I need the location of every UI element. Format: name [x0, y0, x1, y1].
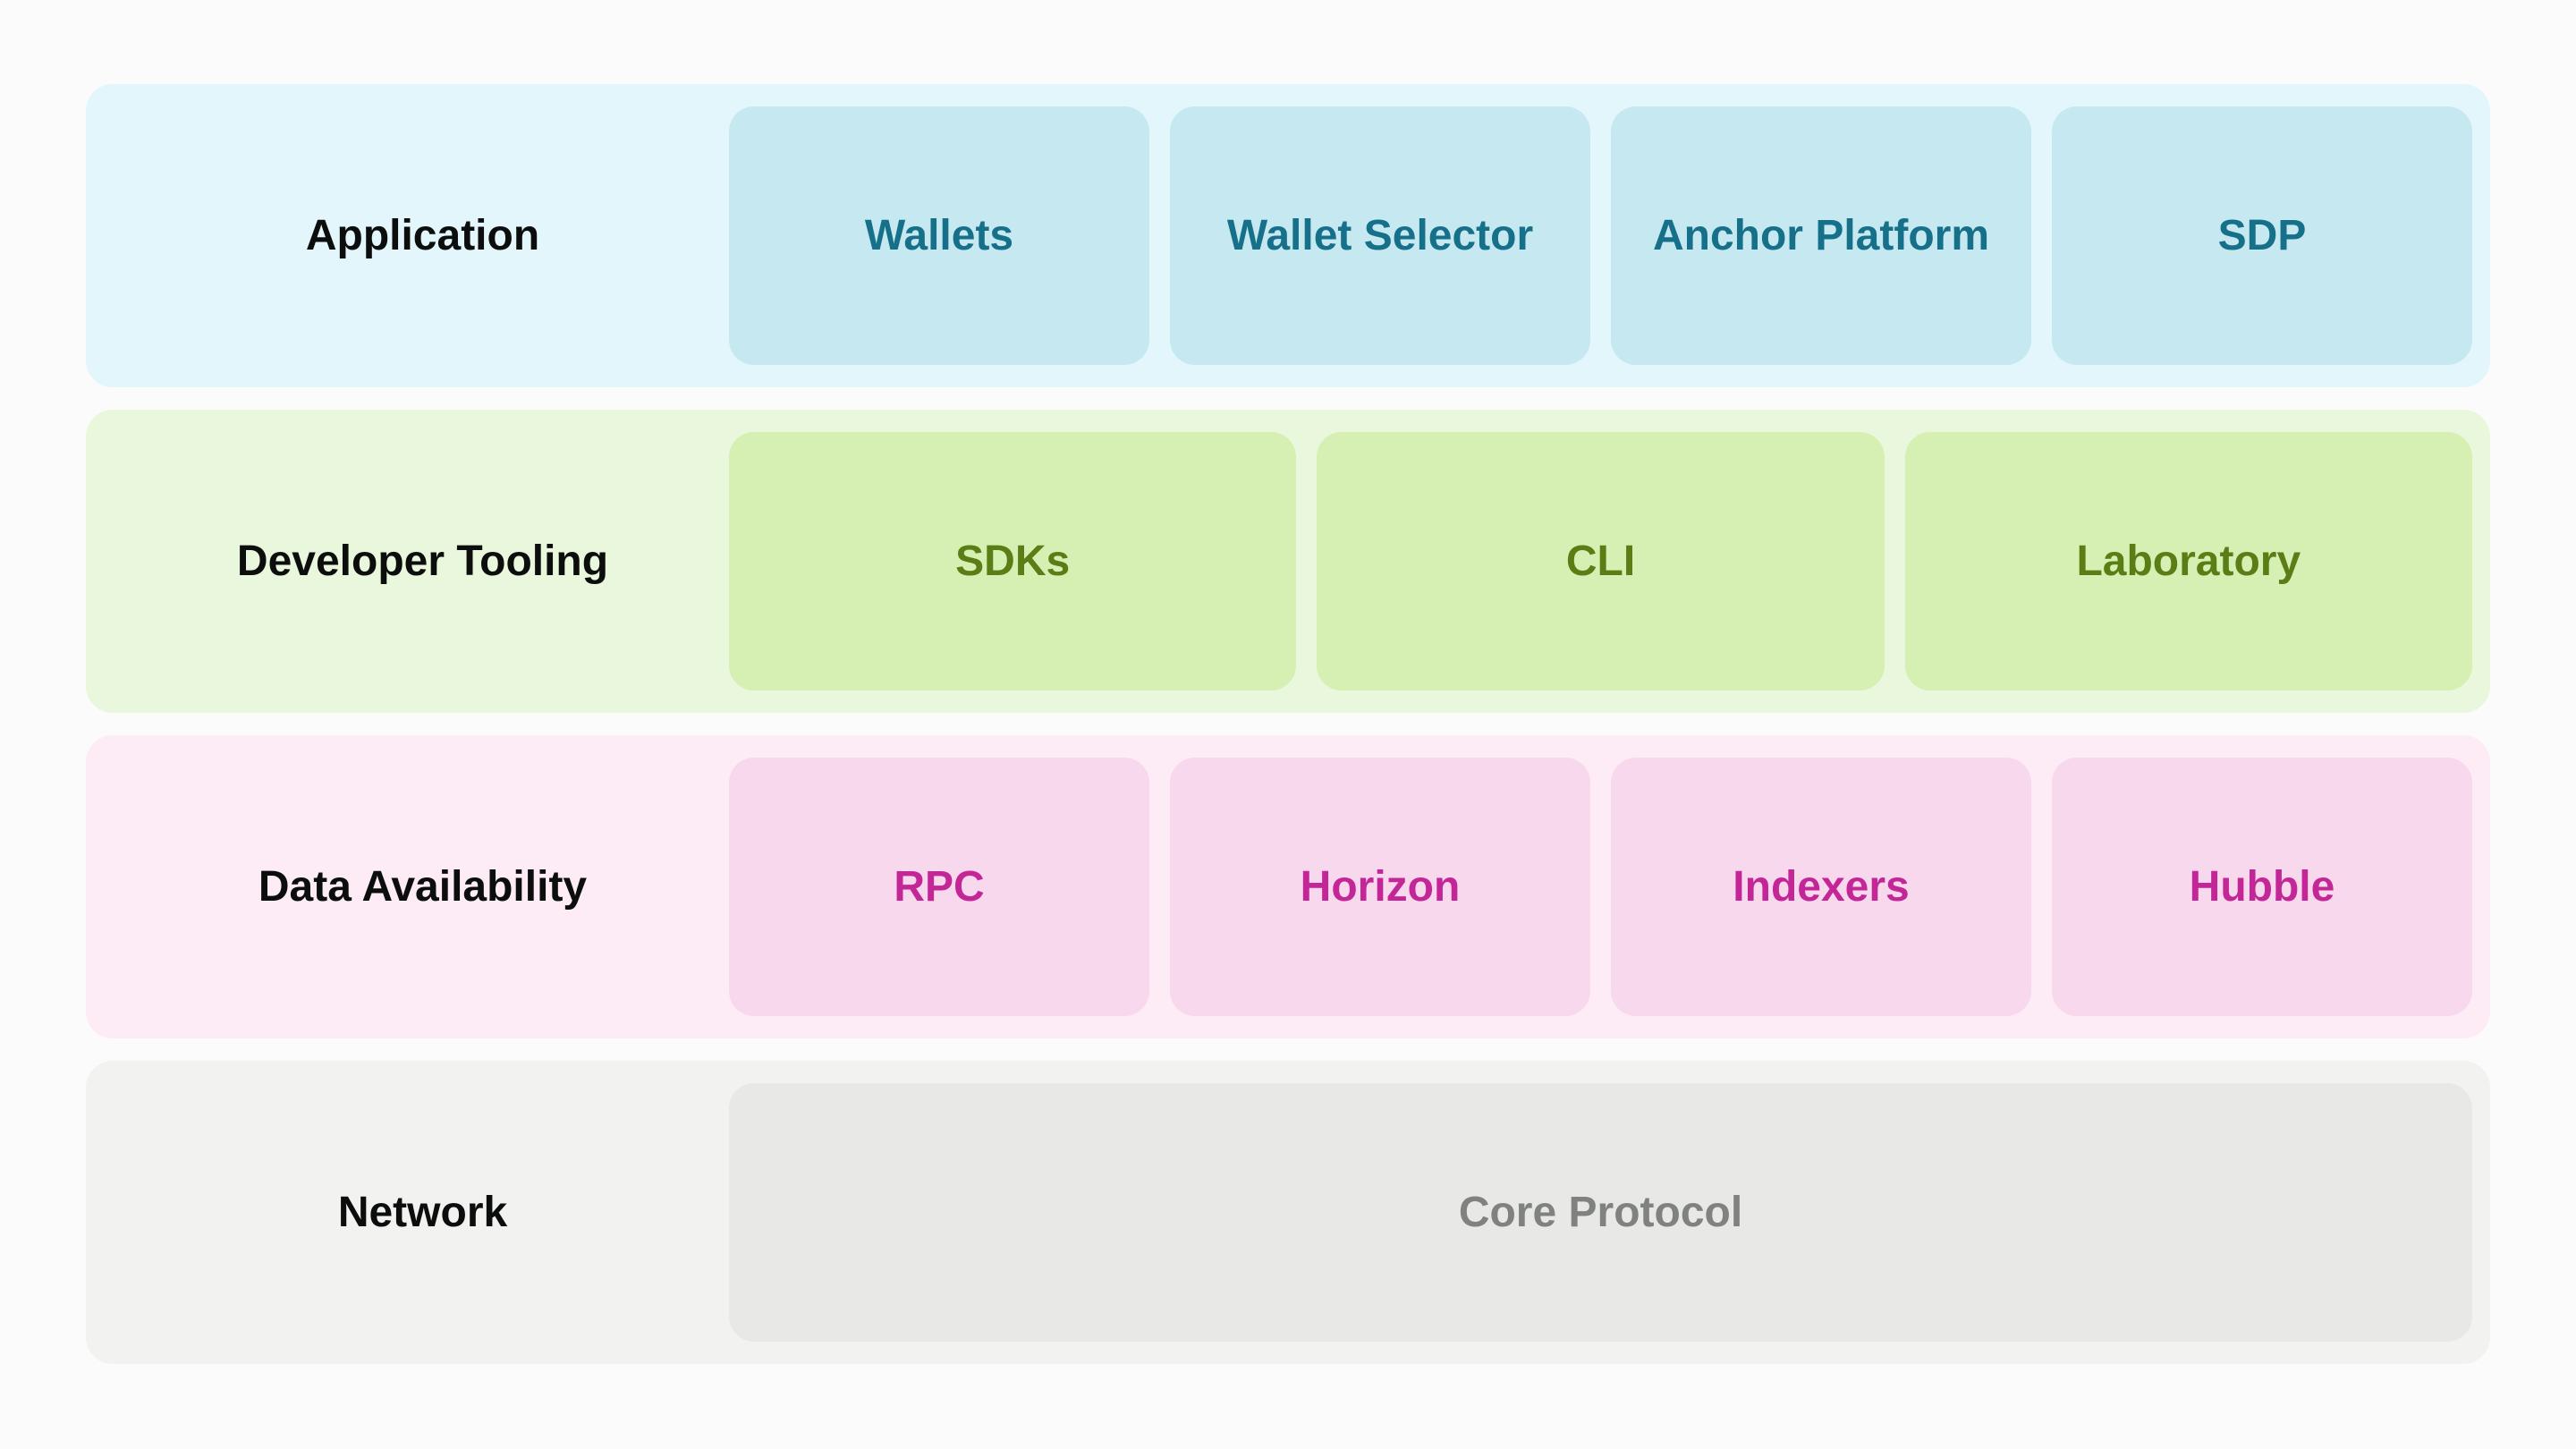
- layer-items-application: Wallets Wallet Selector Anchor Platform …: [729, 84, 2490, 387]
- item-indexers: Indexers: [1611, 758, 2031, 1016]
- item-laboratory: Laboratory: [1904, 432, 2472, 691]
- item-cli: CLI: [1317, 432, 1885, 691]
- item-horizon: Horizon: [1170, 758, 1590, 1016]
- layer-items-data-availability: RPC Horizon Indexers Hubble: [729, 735, 2490, 1038]
- item-sdks: SDKs: [729, 432, 1297, 691]
- layer-label-data-availability: Data Availability: [258, 863, 588, 911]
- item-anchor-platform: Anchor Platform: [1611, 106, 2031, 365]
- layer-label-application: Application: [305, 212, 540, 259]
- item-wallet-selector: Wallet Selector: [1170, 106, 1590, 365]
- item-sdp: SDP: [2052, 106, 2472, 365]
- layer-label-developer-tooling: Developer Tooling: [236, 538, 609, 585]
- item-core-protocol: Core Protocol: [729, 1083, 2472, 1342]
- item-wallets: Wallets: [729, 106, 1149, 365]
- layer-items-network: Core Protocol: [729, 1061, 2490, 1364]
- layer-label-network: Network: [337, 1189, 508, 1236]
- item-hubble: Hubble: [2052, 758, 2472, 1016]
- layer-network: Network Core Protocol: [86, 1061, 2490, 1364]
- layer-developer-tooling: Developer Tooling SDKs CLI Laboratory: [86, 410, 2490, 713]
- item-rpc: RPC: [729, 758, 1149, 1016]
- layer-items-developer-tooling: SDKs CLI Laboratory: [729, 410, 2490, 713]
- layer-application: Application Wallets Wallet Selector Anch…: [86, 84, 2490, 387]
- layer-data-availability: Data Availability RPC Horizon Indexers H…: [86, 735, 2490, 1038]
